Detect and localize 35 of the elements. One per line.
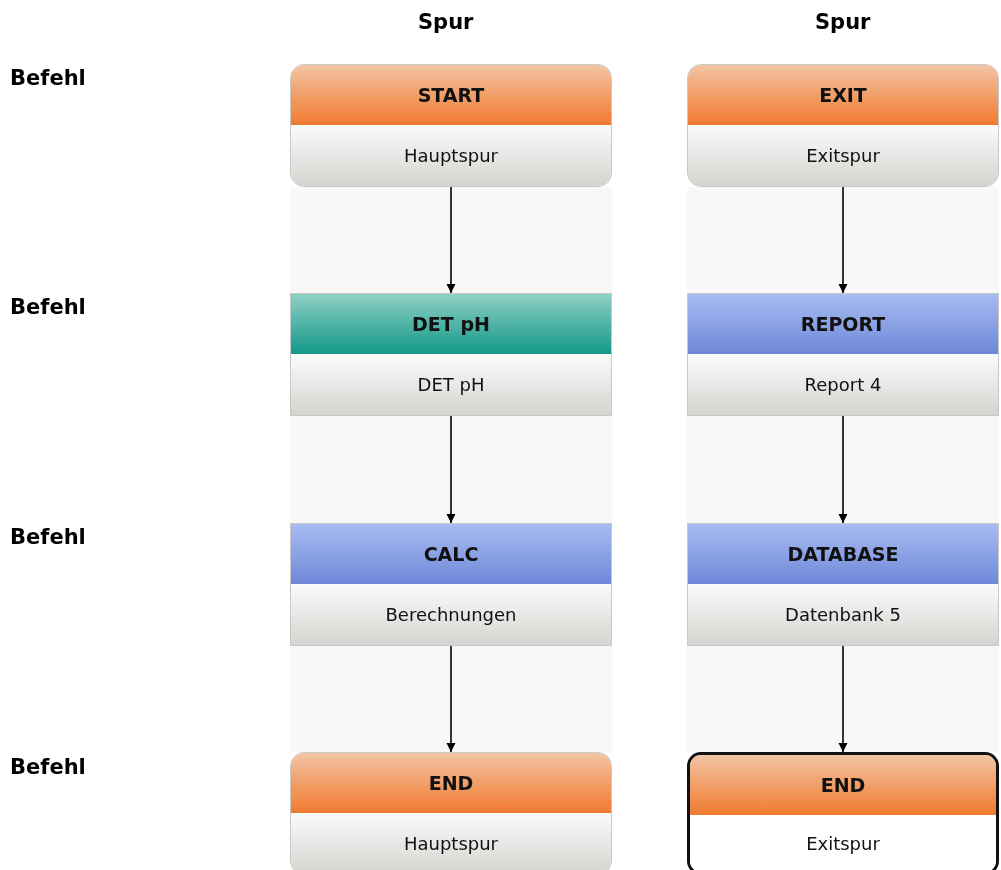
block-title: DET pH <box>291 294 611 354</box>
block-subtitle: Datenbank 5 <box>688 584 998 645</box>
block-title: EXIT <box>688 65 998 125</box>
arrow <box>446 645 456 753</box>
arrow <box>838 645 848 753</box>
row-heading: Befehl <box>10 755 86 779</box>
measurement-block <box>290 293 612 416</box>
block-subtitle: Report 4 <box>688 354 998 415</box>
terminal-block <box>687 64 999 187</box>
column-heading: Spur <box>418 10 474 34</box>
row-heading: Befehl <box>10 295 86 319</box>
terminal-block <box>290 752 612 870</box>
command-block <box>290 523 612 646</box>
block-title: REPORT <box>688 294 998 354</box>
block-title: DATABASE <box>688 524 998 584</box>
row-heading: Befehl <box>10 66 86 90</box>
block-title: START <box>291 65 611 125</box>
block-title: END <box>690 755 996 815</box>
row-heading: Befehl <box>10 525 86 549</box>
column-heading: Spur <box>815 10 871 34</box>
arrow <box>838 415 848 524</box>
arrow <box>446 415 456 524</box>
block-subtitle: Hauptspur <box>291 125 611 186</box>
block-subtitle: DET pH <box>291 354 611 415</box>
block-subtitle: Berechnungen <box>291 584 611 645</box>
arrow <box>838 186 848 294</box>
arrow <box>446 186 456 294</box>
command-block <box>687 523 999 646</box>
block-title: CALC <box>291 524 611 584</box>
terminal-block <box>687 752 999 870</box>
block-title: END <box>291 753 611 813</box>
terminal-block <box>290 64 612 187</box>
block-subtitle: Hauptspur <box>291 813 611 870</box>
command-block <box>687 293 999 416</box>
block-subtitle: Exitspur <box>688 125 998 186</box>
